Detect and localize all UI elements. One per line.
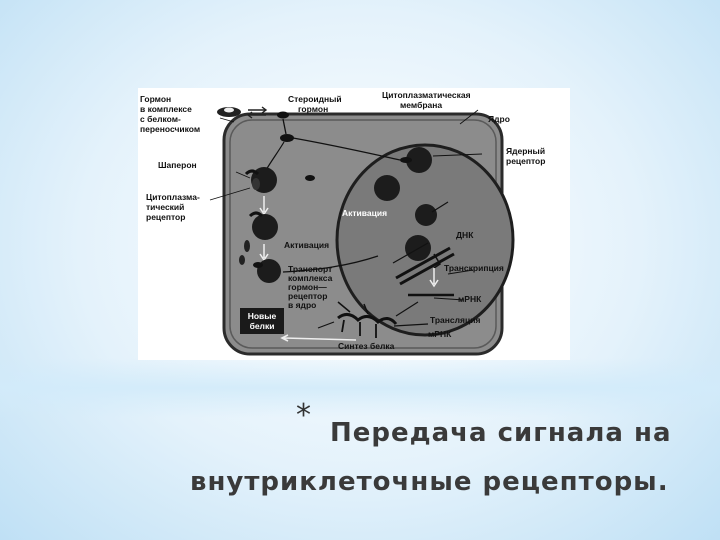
label-protein-synthesis: Синтез белка [338, 341, 395, 351]
label-mrna-1: мРНК [458, 294, 482, 304]
cell-signaling-diagram: Новые белки Гормон в комплексе с белком-… [138, 88, 570, 360]
label-translation: Трансляция [430, 315, 480, 325]
label-activation-nucleus: Активация [342, 208, 387, 218]
label-transport-4: рецептор [288, 291, 327, 301]
new-proteins-label-1: Новые [248, 311, 277, 321]
label-transport-5: в ядро [288, 300, 316, 310]
hormone-molecule-outside [224, 107, 234, 113]
nucleus-receptor-dna [405, 235, 431, 261]
ribosome-cluster [337, 313, 398, 325]
slide-title-line-1: Передача сигнала на [330, 418, 672, 448]
label-hormone-complex-4: переносчиком [140, 124, 200, 134]
label-cytoplasm-membrane-2: мембрана [400, 100, 442, 110]
label-cytoplasm-membrane-1: Цитоплазматическая [382, 90, 471, 100]
label-transcription: Транскрипция [444, 263, 504, 273]
label-transport-1: Транспорт [288, 264, 332, 274]
label-transport-3: гормон— [288, 282, 327, 292]
slide-title-line-2: внутриклеточные рецепторы. [190, 467, 669, 497]
dna-strand [395, 246, 455, 286]
nucleus-receptor-1 [374, 175, 400, 201]
label-cytoplasmic-receptor-1: Цитоплазма- [146, 192, 200, 202]
label-steroid-hormone-1: Стероидный [288, 94, 342, 104]
label-hormone-complex-2: в комплексе [140, 104, 192, 114]
label-transport-2: комплекса [288, 273, 333, 283]
label-chaperone: Шаперон [158, 160, 197, 170]
steroid-hormone-dot [277, 111, 289, 119]
bullet-asterisk: * [296, 398, 311, 433]
label-cytoplasmic-receptor-2: тический [146, 202, 184, 212]
label-activation-cyto: Активация [284, 240, 329, 250]
hormone-dot-membrane [280, 134, 294, 142]
label-nucleus: Ядро [488, 114, 510, 124]
nuclear-receptor-shape [406, 147, 432, 173]
background-band [0, 358, 720, 418]
label-dna: ДНК [456, 230, 474, 240]
label-steroid-hormone-2: гормон [298, 104, 328, 114]
label-nuclear-receptor-1: Ядерный [506, 146, 545, 156]
label-hormone-complex-1: Гормон [140, 94, 171, 104]
activated-receptor [252, 214, 278, 240]
equilibrium-arrows [246, 106, 268, 119]
new-proteins-label-2: белки [250, 321, 275, 331]
new-proteins-box [240, 308, 284, 334]
label-nuclear-receptor-2: рецептор [506, 156, 545, 166]
label-cytoplasmic-receptor-3: рецептор [146, 212, 185, 222]
label-mrna-2: мРНК [428, 329, 452, 339]
label-hormone-complex-3: с белком- [140, 114, 181, 124]
